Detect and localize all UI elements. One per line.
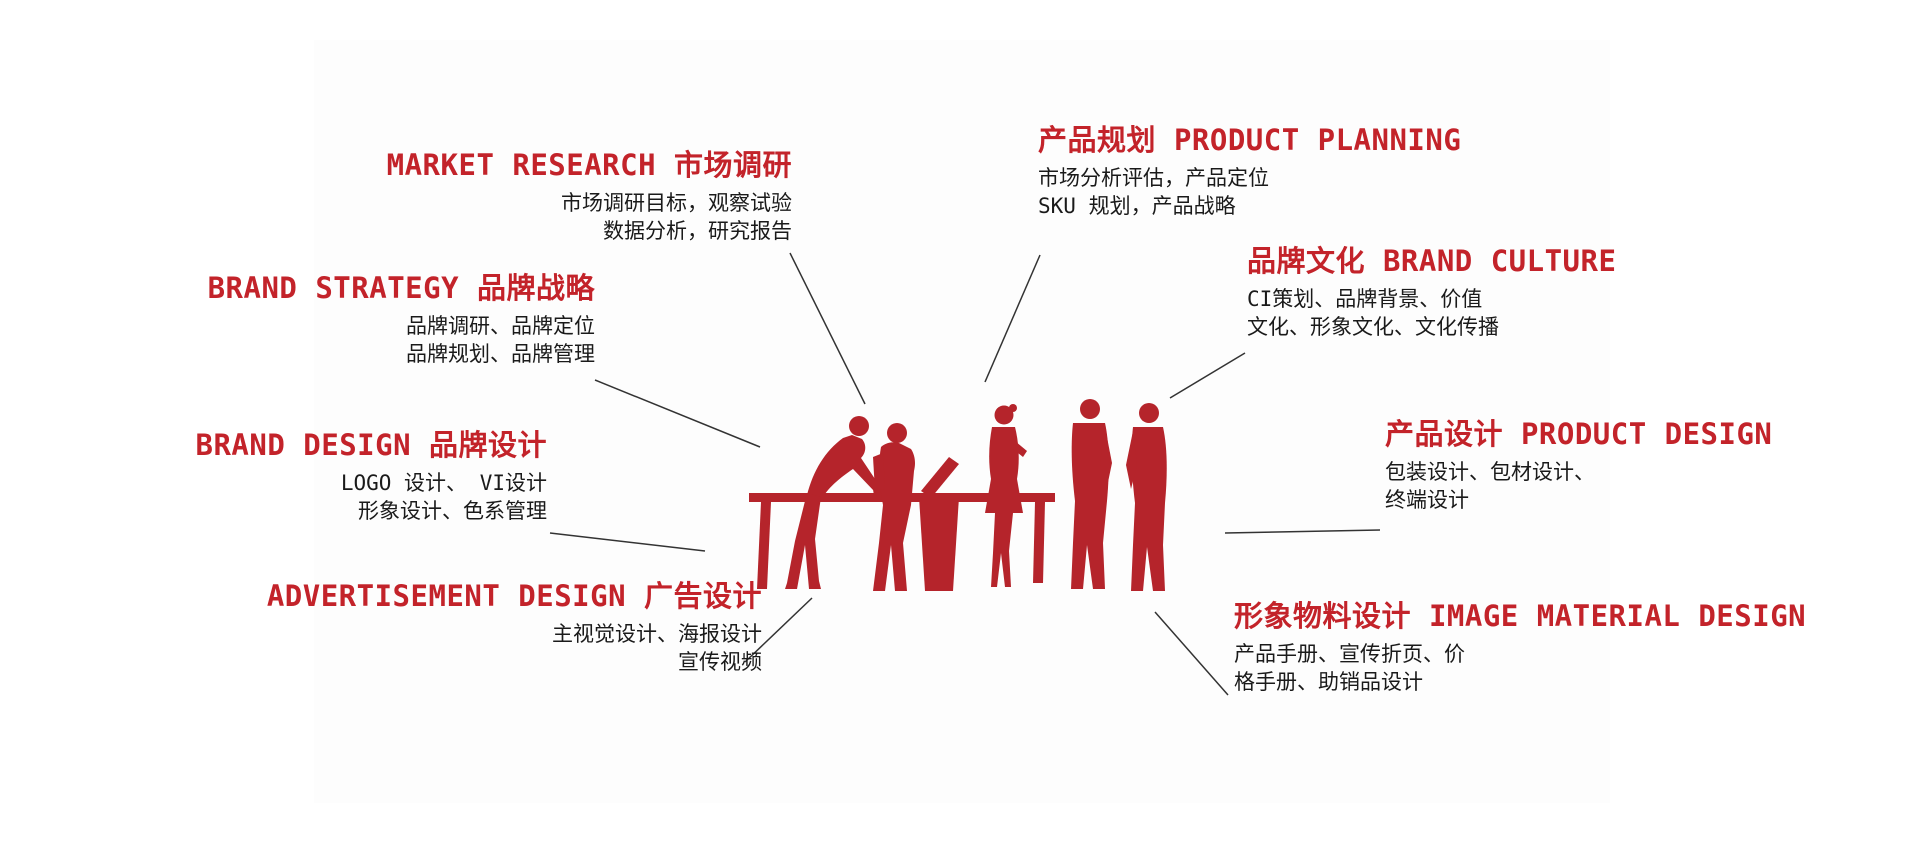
service-title-advertisement-design: ADVERTISEMENT DESIGN 广告设计 [266, 579, 762, 613]
service-desc-line: 市场分析评估，产品定位 [1038, 166, 1269, 190]
person-leaning-silhouette [785, 416, 891, 589]
content-panel [314, 40, 1610, 803]
service-title-image-material-design: 形象物料设计 IMAGE MATERIAL DESIGN [1234, 599, 1807, 633]
person-with-bag-silhouette [873, 423, 915, 591]
service-title-brand-design: BRAND DESIGN 品牌设计 [195, 428, 547, 462]
service-desc-line: 终端设计 [1385, 488, 1469, 512]
service-desc-line: SKU 规划，产品战略 [1038, 194, 1236, 218]
service-title-market-research: MARKET RESEARCH 市场调研 [386, 148, 792, 182]
service-block-brand-culture: 品牌文化 BRAND CULTURE CI策划、品牌背景、价值 文化、形象文化、… [1247, 243, 1616, 341]
service-desc-line: 市场调研目标，观察试验 [561, 191, 792, 215]
service-desc-line: 主视觉设计、海报设计 [552, 622, 762, 646]
man-facing-left-silhouette [1126, 403, 1167, 591]
woman-silhouette [985, 404, 1027, 587]
service-block-product-design: 产品设计 PRODUCT DESIGN 包装设计、包材设计、 终端设计 [1385, 416, 1772, 514]
service-block-brand-strategy: BRAND STRATEGY 品牌战略 品牌调研、品牌定位 品牌规划、品牌管理 [208, 270, 595, 368]
service-desc-line: 品牌规划、品牌管理 [406, 342, 595, 366]
lectern-and-flipboard [919, 457, 959, 591]
service-desc-line: 文化、形象文化、文化传播 [1247, 315, 1499, 339]
service-block-advertisement-design: ADVERTISEMENT DESIGN 广告设计 主视觉设计、海报设计 宣传视… [267, 578, 762, 676]
service-desc-line: CI策划、品牌背景、价值 [1247, 287, 1483, 311]
service-title-brand-culture: 品牌文化 BRAND CULTURE [1247, 244, 1617, 278]
service-desc-line: 格手册、助销品设计 [1234, 670, 1423, 694]
service-desc-line: 品牌调研、品牌定位 [406, 314, 595, 338]
service-block-market-research: MARKET RESEARCH 市场调研 市场调研目标，观察试验 数据分析，研究… [387, 147, 792, 245]
service-title-brand-strategy: BRAND STRATEGY 品牌战略 [207, 271, 595, 305]
service-block-product-planning: 产品规划 PRODUCT PLANNING 市场分析评估，产品定位 SKU 规划… [1038, 122, 1461, 220]
service-title-product-design: 产品设计 PRODUCT DESIGN [1385, 417, 1773, 451]
service-block-brand-design: BRAND DESIGN 品牌设计 LOGO 设计、 VI设计 形象设计、色系管… [196, 427, 547, 525]
service-desc-line: 数据分析，研究报告 [603, 219, 792, 243]
service-desc-line: LOGO 设计、 VI设计 [340, 471, 547, 495]
service-title-product-planning: 产品规划 PRODUCT PLANNING [1038, 123, 1462, 157]
service-desc-line: 产品手册、宣传折页、价 [1234, 642, 1465, 666]
service-desc-line: 包装设计、包材设计、 [1385, 460, 1595, 484]
business-team-silhouette [749, 399, 1167, 591]
service-block-image-material-design: 形象物料设计 IMAGE MATERIAL DESIGN 产品手册、宣传折页、价… [1234, 598, 1806, 696]
man-facing-right-silhouette [1071, 399, 1112, 589]
service-desc-line: 宣传视频 [678, 650, 762, 674]
service-desc-line: 形象设计、色系管理 [358, 499, 547, 523]
